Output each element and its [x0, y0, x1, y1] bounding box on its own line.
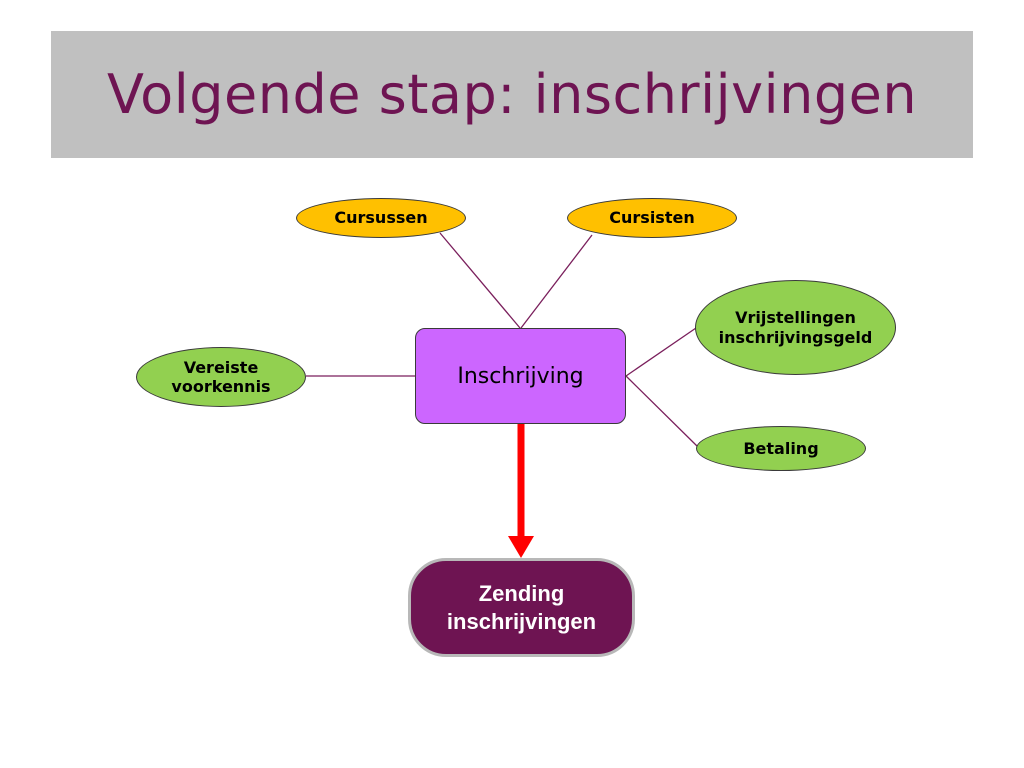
arrow-head — [508, 536, 534, 558]
node-vereiste-label-2: voorkennis — [171, 377, 271, 396]
connector-betaling — [625, 375, 699, 448]
node-betaling: Betaling — [696, 426, 866, 471]
node-cursisten-label: Cursisten — [609, 208, 695, 228]
node-cursussen: Cursussen — [296, 198, 466, 238]
node-cursussen-label: Cursussen — [334, 208, 428, 228]
connector-cursussen — [439, 232, 521, 329]
node-betaling-label: Betaling — [743, 438, 819, 458]
result-label-2: inschrijvingen — [446, 608, 597, 634]
connector-cursisten — [520, 234, 593, 329]
node-inschrijving-label: Inschrijving — [457, 363, 584, 389]
node-vrijstellingen-label-1: Vrijstellingen — [735, 308, 856, 328]
node-cursisten: Cursisten — [567, 198, 737, 238]
node-vrijstellingen: Vrijstellingen inschrijvingsgeld — [695, 280, 896, 375]
node-vereiste-voorkennis: Vereiste voorkennis — [136, 347, 306, 407]
slide-title: Volgende stap: inschrijvingen — [106, 63, 918, 126]
result-label-1: Zending — [478, 581, 565, 606]
connector-vrijstellingen — [625, 327, 697, 377]
title-bar: Volgende stap: inschrijvingen — [51, 31, 973, 158]
node-vrijstellingen-label-2: inschrijvingsgeld — [718, 327, 873, 347]
node-vereiste-label-1: Vereiste — [183, 357, 259, 377]
node-zending-inschrijvingen: Zending inschrijvingen — [408, 558, 635, 657]
node-inschrijving: Inschrijving — [415, 328, 626, 424]
